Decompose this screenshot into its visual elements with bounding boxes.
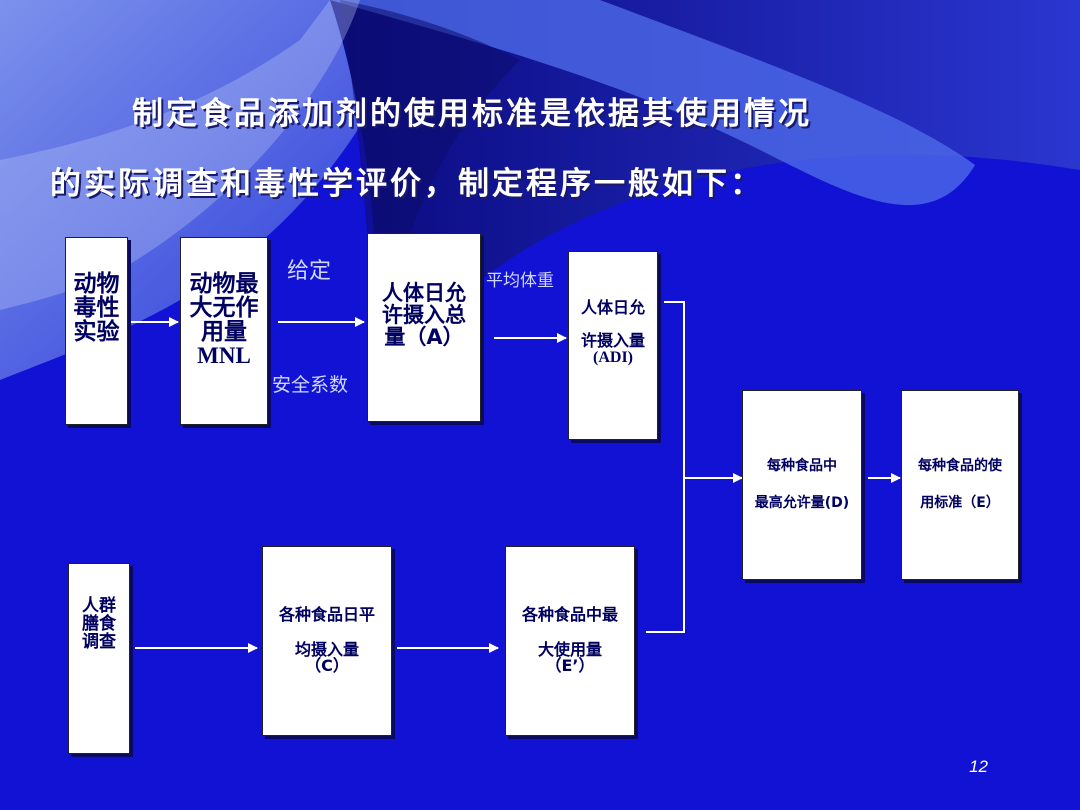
box-usage-standard: 每种食品的使 用标准（E） bbox=[901, 390, 1019, 580]
label-average-weight: 平均体重 bbox=[486, 271, 554, 291]
box-no-effect-level: 动物最 大无作 用量 MNL bbox=[180, 237, 268, 425]
box-human-daily-total: 人体日允 许摄入总 量（A） bbox=[367, 233, 481, 422]
slide-title-line-1: 制定食品添加剂的使用标准是依据其使用情况 bbox=[132, 96, 812, 132]
box-max-usage-amount: 各种食品中最 大使用量 （E’） bbox=[505, 546, 635, 736]
page-number: 12 bbox=[969, 757, 988, 776]
box-dietary-survey: 人群 膳食 调查 bbox=[68, 563, 130, 754]
box-average-daily-intake: 各种食品日平 均摄入量 （C） bbox=[262, 546, 392, 736]
box-max-allowed-per-food: 每种食品中 最高允许量(D) bbox=[742, 390, 862, 580]
label-safety-factor: 安全系数 bbox=[272, 374, 349, 396]
box-adi: 人体日允 许摄入量 (ADI) bbox=[568, 251, 658, 440]
slide-title-line-2: 的实际调查和毒性学评价，制定程序一般如下： bbox=[50, 166, 764, 202]
box-animal-toxicity-test: 动物 毒性 实验 bbox=[65, 237, 128, 425]
label-given: 给定 bbox=[287, 259, 332, 284]
